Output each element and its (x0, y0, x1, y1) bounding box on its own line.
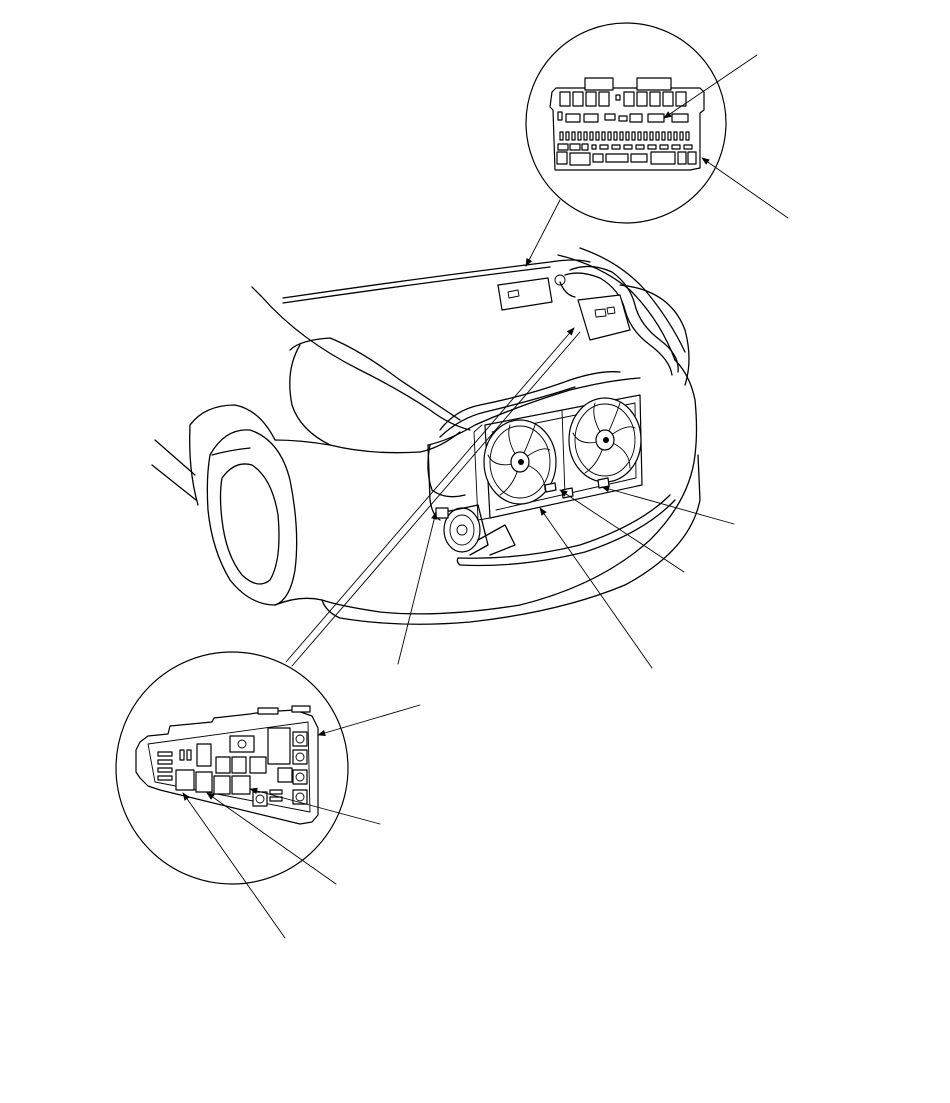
ac-compressor (435, 504, 516, 556)
under-hood-fuse-box-detail (115, 651, 421, 939)
vehicle-body (151, 247, 701, 625)
right-cooling-fan (568, 397, 642, 483)
left-cooling-fan (483, 419, 557, 505)
callout-leaders (285, 327, 735, 669)
top-detail-leader (525, 199, 561, 267)
engine-bay-components (427, 265, 679, 556)
under-dash-fuse-box-detail (525, 22, 789, 224)
